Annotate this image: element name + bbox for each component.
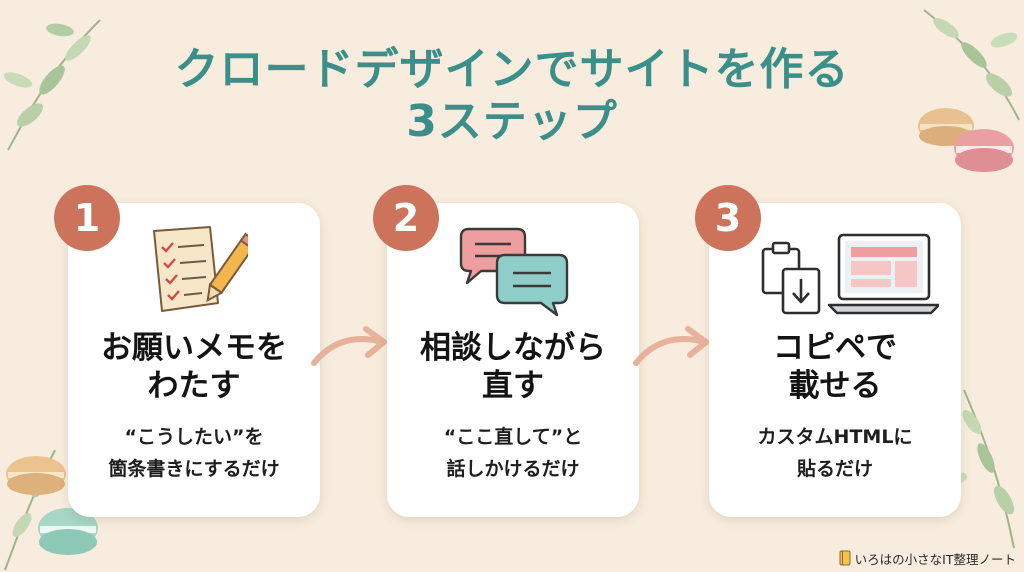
laptop-icon	[827, 233, 939, 315]
step-3-heading-line-1: コピペで	[773, 330, 897, 366]
arrow-right-icon	[633, 326, 709, 366]
arrow-right-icon	[311, 326, 387, 366]
step-2-heading-line-1: 相談しながら	[420, 330, 606, 366]
step-2-heading: 相談しながら 直す	[387, 329, 639, 405]
step-1-description-line-2: 箇条書きにするだけ	[108, 458, 280, 480]
leaf-branch-top-left-decoration	[3, 19, 101, 151]
step-card-3: コピペで 載せる カスタムHTMLに 貼るだけ	[709, 203, 961, 517]
title-line-2: 3ステップ	[406, 96, 618, 147]
step-3-description-line-1: カスタムHTMLに	[757, 426, 913, 448]
step-1-description-line-1: “こうしたい”を	[124, 426, 264, 448]
page-title: クロードデザインでサイトを作る 3ステップ	[0, 44, 1024, 148]
macarons-bottom-left-decoration	[6, 456, 98, 555]
step-3-number-badge: 3	[695, 185, 761, 251]
step-1-heading: お願いメモを わたす	[68, 329, 320, 405]
step-2-description: “ここ直して”と 話しかけるだけ	[387, 421, 639, 485]
step-card-1: お願いメモを わたす “こうしたい”を 箇条書きにするだけ	[68, 203, 320, 517]
step-2-heading-line-2: 直す	[482, 368, 544, 404]
leaf-branch-top-right-decoration	[923, 9, 1020, 121]
checklist-pencil-icon	[153, 226, 248, 312]
step-3-heading: コピペで 載せる	[709, 329, 961, 405]
step-2-description-line-1: “ここ直して”と	[443, 426, 583, 448]
step-3-description-line-2: 貼るだけ	[796, 458, 873, 480]
notebook-icon	[839, 550, 851, 566]
step-1-heading-line-1: お願いメモを	[101, 330, 287, 366]
step-1-description: “こうしたい”を 箇条書きにするだけ	[68, 421, 320, 485]
credit-text: いろはの小さなIT整理ノート	[854, 551, 1016, 567]
title-line-1: クロードデザインでサイトを作る	[174, 44, 850, 95]
step-2-number-badge: 2	[373, 185, 439, 251]
step-1-heading-line-2: わたす	[147, 368, 241, 404]
step-2-description-line-2: 話しかけるだけ	[446, 458, 580, 480]
step-1-number-badge: 1	[54, 185, 120, 251]
macarons-top-right-decoration	[918, 108, 1014, 172]
copy-paste-laptop-icon	[761, 233, 939, 315]
step-card-2: 相談しながら 直す “ここ直して”と 話しかけるだけ	[387, 203, 639, 517]
credit-footer: いろはの小さなIT整理ノート	[839, 548, 1016, 568]
step-3-description: カスタムHTMLに 貼るだけ	[709, 421, 961, 485]
speech-bubbles-icon	[459, 227, 569, 317]
step-3-heading-line-2: 載せる	[788, 368, 882, 404]
clipboard-icon	[761, 241, 821, 315]
